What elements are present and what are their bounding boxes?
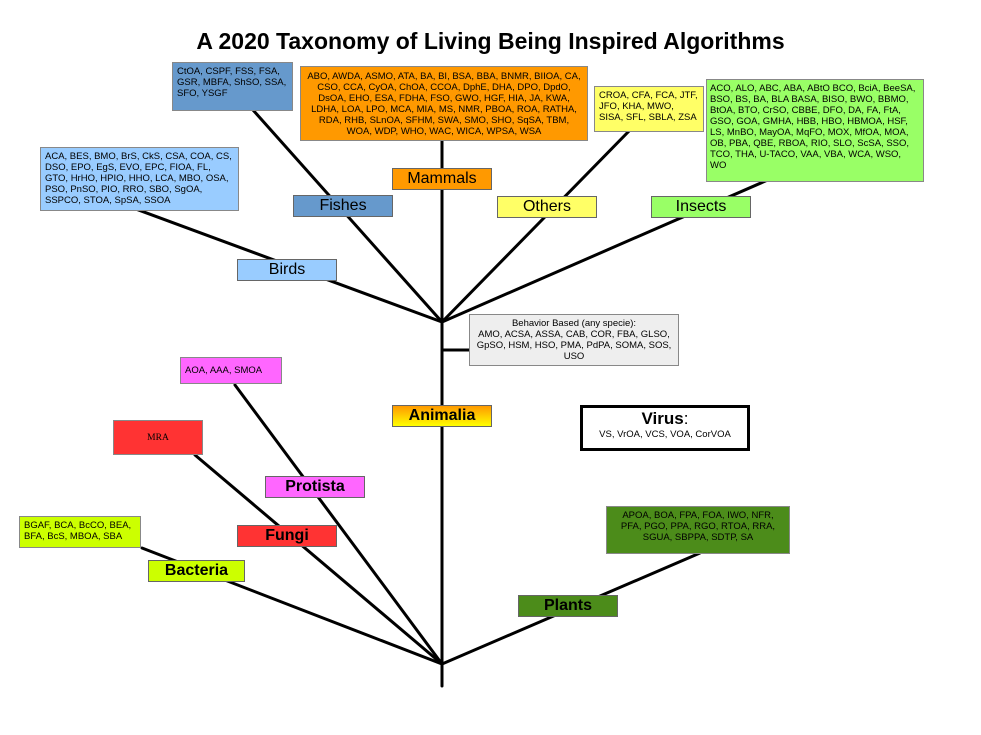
plants-label: Plants [518, 595, 618, 617]
fishes-algorithms-box: CtOA, CSPF, FSS, FSA, GSR, MBFA, ShSO, S… [172, 62, 293, 111]
bacteria-algorithms-box: BGAF, BCA, BcCO, BEA, BFA, BcS, MBOA, SB… [19, 516, 141, 548]
virus-label: Virus [641, 409, 684, 428]
branch-fungi [193, 453, 444, 666]
birds-algorithms: ACA, BES, BMO, BrS, CkS, CSA, COA, CS, D… [45, 151, 232, 206]
animalia-label: Animalia [392, 405, 492, 427]
others-algorithms-box: CROA, CFA, FCA, JTF, JFO, KHA, MWO, SISA… [594, 86, 704, 132]
plants-algorithms: APOA, BOA, FPA, FOA, IWO, NFR, PFA, PGO,… [620, 510, 776, 543]
others-label: Others [497, 196, 597, 218]
fishes-label: Fishes [293, 195, 393, 217]
protista-label: Protista [265, 476, 365, 498]
virus-algorithms: VS, VrOA, VCS, VOA, CorVOA [599, 429, 731, 440]
page-title: A 2020 Taxonomy of Living Being Inspired… [196, 28, 785, 54]
protista-algorithms-box: AOA, AAA, SMOA [180, 357, 282, 384]
mammals-label: Mammals [392, 168, 492, 190]
bacteria-algorithms: BGAF, BCA, BcCO, BEA, BFA, BcS, MBOA, SB… [24, 520, 132, 542]
fungi-algorithms: MRA [147, 433, 169, 443]
behavior-algorithms: AMO, ACSA, ASSA, CAB, COR, FBA, GLSO, Gp… [476, 329, 672, 362]
fungi-algorithms-box: MRA [113, 420, 203, 455]
insects-algorithms-box: ACO, ALO, ABC, ABA, ABtO BCO, BciA, BeeS… [706, 79, 924, 182]
plants-algorithms-box: APOA, BOA, FPA, FOA, IWO, NFR, PFA, PGO,… [606, 506, 790, 554]
branch-protista [233, 383, 444, 666]
fungi-label: Fungi [237, 525, 337, 547]
insects-label: Insects [651, 196, 751, 218]
mammals-algorithms-box: ABO, AWDA, ASMO, ATA, BA, BI, BSA, BBA, … [300, 66, 588, 141]
protista-algorithms: AOA, AAA, SMOA [185, 365, 263, 376]
insects-algorithms: ACO, ALO, ABC, ABA, ABtO BCO, BciA, BeeS… [710, 83, 916, 171]
behavior-algorithms-box: Behavior Based (any specie): AMO, ACSA, … [469, 314, 679, 366]
virus-box: Virus: VS, VrOA, VCS, VOA, CorVOA [580, 405, 750, 451]
virus-colon: : [683, 409, 689, 428]
behavior-heading: Behavior Based (any specie): [511, 318, 637, 329]
birds-label: Birds [237, 259, 337, 281]
bacteria-label: Bacteria [148, 560, 245, 582]
birds-algorithms-box: ACA, BES, BMO, BrS, CkS, CSA, COA, CS, D… [40, 147, 239, 211]
fishes-algorithms: CtOA, CSPF, FSS, FSA, GSR, MBFA, ShSO, S… [177, 66, 287, 99]
branch-others [440, 126, 634, 324]
mammals-algorithms: ABO, AWDA, ASMO, ATA, BA, BI, BSA, BBA, … [307, 71, 581, 137]
others-algorithms: CROA, CFA, FCA, JTF, JFO, KHA, MWO, SISA… [599, 90, 698, 123]
